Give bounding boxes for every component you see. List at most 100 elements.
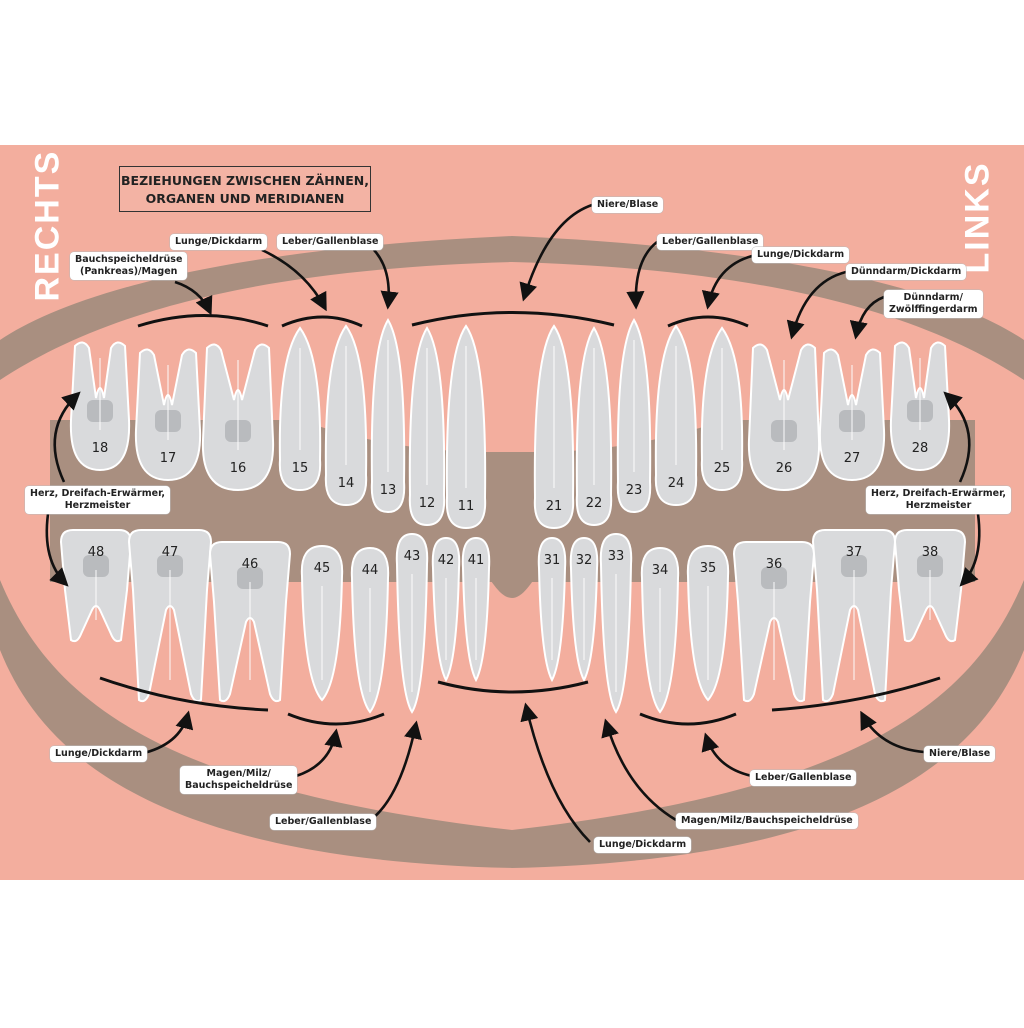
arrow-lunge-lower-r bbox=[139, 710, 194, 756]
tooth-number-25: 25 bbox=[714, 461, 731, 476]
tooth-45: 45 bbox=[300, 544, 344, 702]
tooth-number-16: 16 bbox=[230, 461, 247, 476]
tooth-number-42: 42 bbox=[438, 553, 455, 568]
tooth-33: 33 bbox=[599, 532, 633, 714]
upper-teeth-row: 18 17 16 15 14 13 12 11 21 22 23 24 25 26 27 28 bbox=[69, 318, 951, 530]
arrow-pankreas bbox=[174, 280, 213, 316]
tooth-28: 28 bbox=[889, 341, 951, 472]
tooth-number-26: 26 bbox=[776, 461, 793, 476]
bracket-lower-34-35 bbox=[639, 712, 737, 726]
pointer-arrows bbox=[45, 203, 981, 843]
title-line-1: BEZIEHUNGEN ZWISCHEN ZÄHNEN, bbox=[121, 173, 369, 188]
tooth-number-18: 18 bbox=[92, 441, 109, 456]
tooth-number-21: 21 bbox=[546, 499, 563, 514]
label-magen-lower-left: Magen/Milz/Bauchspeicheldrüse bbox=[676, 813, 858, 829]
arrow-duenn-zwoelf bbox=[849, 295, 885, 340]
tooth-number-17: 17 bbox=[160, 451, 177, 466]
label-herz-left: Herz, Dreifach-Erwärmer, Herzmeister bbox=[866, 486, 1011, 514]
tooth-number-27: 27 bbox=[844, 451, 861, 466]
arrow-herz-l bbox=[943, 391, 971, 483]
tooth-number-14: 14 bbox=[338, 476, 355, 491]
tooth-11: 11 bbox=[445, 324, 487, 530]
arrow-duenn-dick bbox=[786, 270, 847, 340]
tooth-25: 25 bbox=[700, 326, 744, 492]
label-leber-lower-right: Leber/Gallenblase bbox=[270, 814, 377, 830]
bracket-lower-45-44 bbox=[287, 712, 385, 726]
tooth-12: 12 bbox=[408, 326, 446, 527]
tooth-number-13: 13 bbox=[380, 483, 397, 498]
arrow-leber-upper-l bbox=[626, 240, 658, 310]
tooth-47-shape bbox=[127, 529, 213, 703]
arrow-leber-lower-l bbox=[701, 732, 753, 778]
arrow-herz-r-down bbox=[45, 513, 69, 587]
grouping-brackets bbox=[99, 311, 941, 726]
tooth-number-37: 37 bbox=[846, 545, 863, 560]
tooth-number-48: 48 bbox=[88, 545, 105, 560]
arrow-herz-l-down bbox=[959, 513, 981, 587]
tooth-number-46: 46 bbox=[242, 557, 259, 572]
tooth-46-pulp bbox=[237, 567, 263, 589]
upper-gum-band bbox=[0, 236, 1024, 380]
label-pankreas-magen: Bauchspeicheldrüse (Pankreas)/Magen bbox=[70, 252, 188, 280]
diagram-title: BEZIEHUNGEN ZWISCHEN ZÄHNEN, ORGANEN UND… bbox=[119, 166, 371, 212]
tooth-number-33: 33 bbox=[608, 549, 625, 564]
arrow-niere-lower bbox=[860, 710, 925, 754]
tooth-number-35: 35 bbox=[700, 561, 717, 576]
tooth-22: 22 bbox=[575, 326, 613, 527]
lower-gum-band bbox=[0, 580, 1024, 868]
title-line-2: ORGANEN UND MERIDIANEN bbox=[145, 191, 345, 206]
label-duenn-dickdarm: Dünndarm/Dickdarm bbox=[846, 264, 967, 280]
tooth-48-pulp bbox=[83, 555, 109, 577]
tooth-16: 16 bbox=[201, 343, 275, 492]
tooth-48: 48 bbox=[59, 529, 133, 643]
arrow-lunge-lower-c bbox=[520, 702, 591, 843]
tooth-number-44: 44 bbox=[362, 563, 379, 578]
tooth-number-23: 23 bbox=[626, 483, 643, 498]
tooth-43: 43 bbox=[395, 532, 429, 714]
tooth-46-shape bbox=[208, 541, 292, 703]
tooth-36-pulp bbox=[761, 567, 787, 589]
tooth-21: 21 bbox=[533, 324, 575, 530]
tooth-24: 24 bbox=[654, 324, 698, 507]
tooth-38-pulp bbox=[917, 555, 943, 577]
tooth-17: 17 bbox=[134, 348, 202, 482]
tooth-38: 38 bbox=[893, 529, 967, 643]
label-niere-upper: Niere/Blase bbox=[592, 197, 664, 213]
tooth-number-11: 11 bbox=[458, 499, 475, 514]
tooth-number-45: 45 bbox=[314, 561, 331, 576]
bracket-upper-central bbox=[411, 311, 615, 327]
label-lunge-upper-right: Lunge/Dickdarm bbox=[170, 234, 268, 250]
tooth-number-24: 24 bbox=[668, 476, 685, 491]
arrow-magen-lower-l bbox=[601, 718, 677, 822]
side-label-left-of-patient: LINKS bbox=[958, 161, 997, 274]
bracket-lower-48-46 bbox=[99, 676, 269, 712]
tooth-37-shape bbox=[811, 529, 897, 703]
tooth-34: 34 bbox=[640, 546, 680, 714]
tooth-14: 14 bbox=[324, 324, 368, 507]
label-duenn-zwoelffinger: Dünndarm/ Zwölffingerdarm bbox=[884, 290, 983, 318]
tooth-37: 37 bbox=[811, 529, 897, 703]
label-lunge-lower-center: Lunge/Dickdarm bbox=[594, 837, 692, 853]
tooth-47-pulp bbox=[157, 555, 183, 577]
tooth-18: 18 bbox=[69, 341, 131, 472]
tooth-37-pulp bbox=[841, 555, 867, 577]
arrow-herz-r[interactable] bbox=[53, 391, 81, 483]
tooth-number-31: 31 bbox=[544, 553, 561, 568]
bracket-lower-36-38 bbox=[771, 676, 941, 712]
side-label-right-of-patient: RECHTS bbox=[28, 149, 67, 302]
tooth-27: 27 bbox=[818, 348, 886, 482]
tooth-number-12: 12 bbox=[419, 496, 436, 511]
tooth-number-34: 34 bbox=[652, 563, 669, 578]
tooth-number-38: 38 bbox=[922, 545, 939, 560]
tooth-47: 47 bbox=[127, 529, 213, 703]
tooth-number-15: 15 bbox=[292, 461, 309, 476]
arrow-magen-lower-r bbox=[295, 728, 343, 778]
arrow-leber-upper-r bbox=[373, 249, 399, 310]
tooth-13: 13 bbox=[370, 318, 406, 514]
bracket-lower-central bbox=[437, 680, 589, 694]
tooth-42: 42 bbox=[431, 536, 461, 683]
tooth-number-43: 43 bbox=[404, 549, 421, 564]
tooth-46: 46 bbox=[208, 541, 292, 703]
